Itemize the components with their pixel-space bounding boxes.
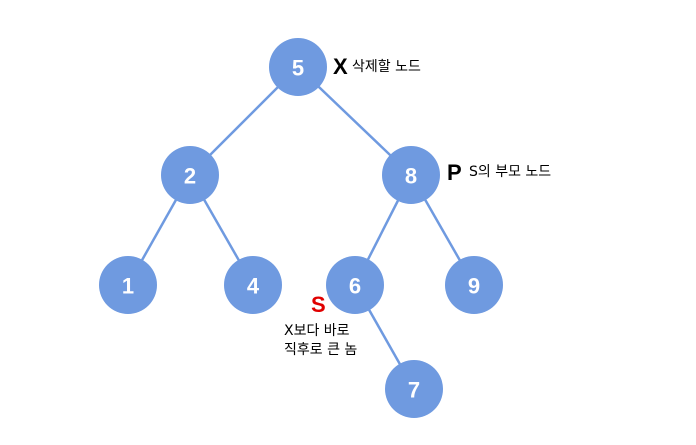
tree-node-9: 9: [445, 256, 503, 314]
node-label: 8: [405, 164, 417, 189]
node-label: 2: [184, 164, 196, 189]
tree-node-4: 4: [224, 256, 282, 314]
node-circle: [382, 146, 440, 204]
tree-node-1: 1: [99, 256, 157, 314]
x-note: 삭제할 노드: [352, 59, 421, 75]
node-circle: [445, 256, 503, 314]
node-circle: [385, 360, 443, 418]
s-tag: S: [311, 292, 326, 317]
tree-node-2: 2: [161, 146, 219, 204]
node-label: 7: [408, 378, 420, 403]
p-tag: P: [447, 160, 462, 185]
node-circle: [326, 256, 384, 314]
tree-node-8: 8: [382, 146, 440, 204]
s-note-line2: 직후로 큰 놈: [284, 342, 358, 358]
s-note-line1: X보다 바로: [284, 323, 350, 339]
node-circle: [269, 38, 327, 96]
tree-node-7: 7: [385, 360, 443, 418]
node-circle: [161, 146, 219, 204]
tree-node-6: 6: [326, 256, 384, 314]
tree-node-5: 5: [269, 38, 327, 96]
node-label: 9: [468, 274, 480, 299]
node-label: 1: [122, 274, 134, 299]
node-label: 6: [349, 274, 361, 299]
x-tag: X: [333, 54, 348, 79]
p-note: S의 부모 노드: [469, 164, 552, 180]
node-circle: [224, 256, 282, 314]
node-label: 4: [247, 274, 260, 299]
node-label: 5: [292, 56, 304, 81]
node-circle: [99, 256, 157, 314]
